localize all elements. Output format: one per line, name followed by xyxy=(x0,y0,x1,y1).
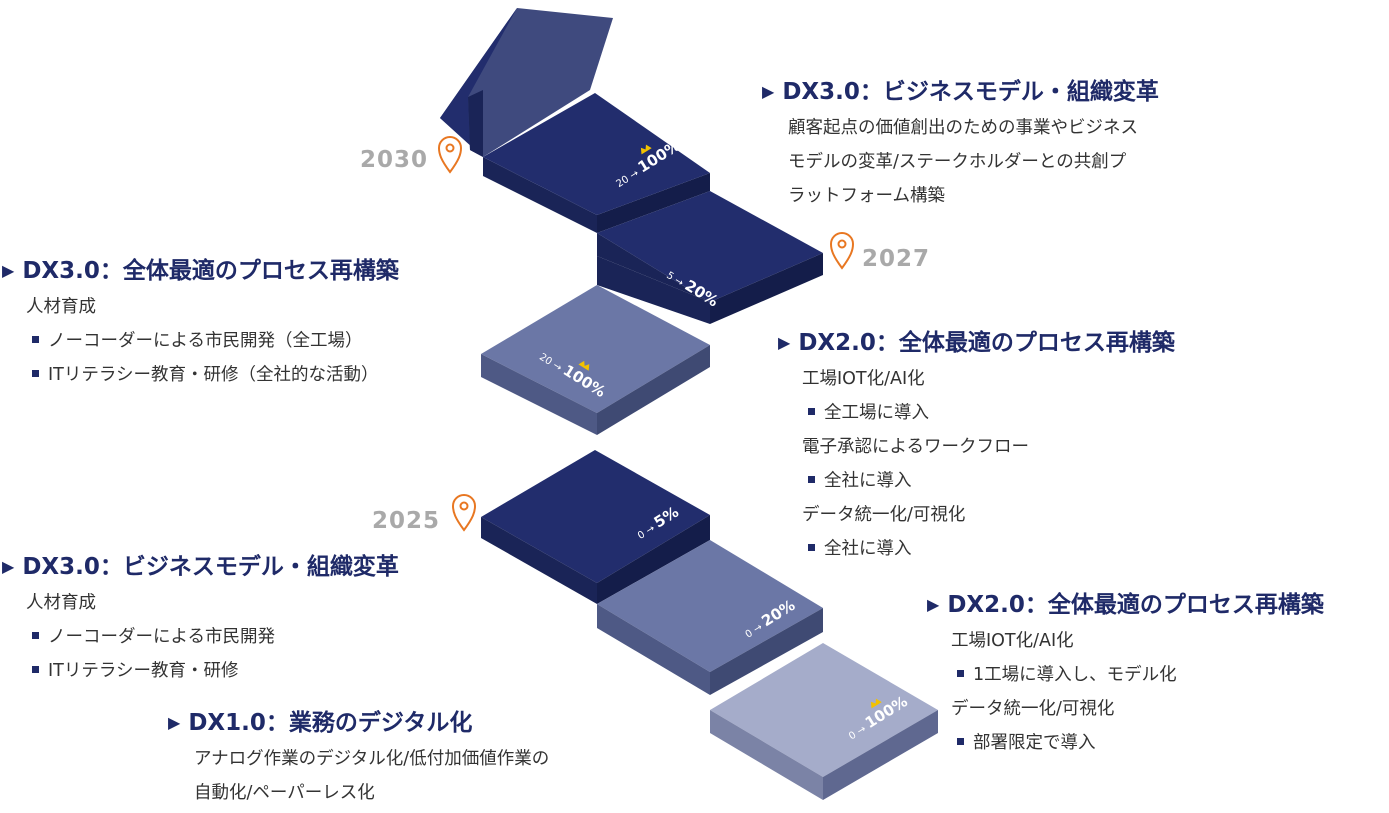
bullet-item: 全工場に導入 xyxy=(802,396,1175,430)
bullet-item: 部署限定で導入 xyxy=(951,726,1324,760)
bullet-item: ITリテラシー教育・研修 xyxy=(26,654,399,688)
dx3-business-model-block-left: ▶DX3.0：ビジネスモデル・組織変革 人材育成 ノーコーダーによる市民開発 I… xyxy=(2,552,399,688)
bullet-item: ITリテラシー教育・研修（全社的な活動） xyxy=(26,358,399,392)
year-label-2030: 2030 xyxy=(360,147,429,173)
triangle-bullet-icon: ▶ xyxy=(2,261,15,280)
sub-heading: 人材育成 xyxy=(26,593,96,613)
block-heading: ▶DX2.0：全体最適のプロセス再構築 xyxy=(778,330,1175,356)
growth-arrow xyxy=(440,8,613,157)
square-bullet-icon xyxy=(32,335,39,343)
square-bullet-icon xyxy=(32,631,39,639)
square-bullet-icon xyxy=(957,737,964,745)
step-from-value: 0 xyxy=(744,628,755,641)
block-heading: ▶DX2.0：全体最適のプロセス再構築 xyxy=(927,592,1324,618)
stair-step-1 xyxy=(483,93,710,233)
description-line: アナログ作業のデジタル化/低付加価値作業の xyxy=(194,749,550,769)
sub-heading: 工場IOT化/AI化 xyxy=(802,369,925,389)
square-bullet-icon xyxy=(808,475,815,483)
stair-step-4 xyxy=(481,450,710,604)
step-from-value: 0 xyxy=(636,529,647,542)
step-from-value: 0 xyxy=(847,730,858,743)
dx3-business-model-block-right: ▶DX3.0：ビジネスモデル・組織変革 顧客起点の価値創出のための事業やビジネス… xyxy=(762,77,1159,213)
location-pin-icon xyxy=(451,494,477,532)
bullet-item: 全社に導入 xyxy=(802,464,1175,498)
sub-heading: 人材育成 xyxy=(26,297,96,317)
year-label-2025: 2025 xyxy=(372,508,441,534)
sub-heading: データ統一化/可視化 xyxy=(802,505,966,525)
description-line: ラットフォーム構築 xyxy=(788,186,945,206)
location-pin-icon xyxy=(437,136,463,174)
triangle-bullet-icon: ▶ xyxy=(927,595,940,614)
sub-heading: データ統一化/可視化 xyxy=(951,699,1115,719)
stair-step-6 xyxy=(710,643,938,800)
block-heading: ▶DX1.0：業務のデジタル化 xyxy=(168,710,473,736)
bullet-item: ノーコーダーによる市民開発 xyxy=(26,620,399,654)
square-bullet-icon xyxy=(808,407,815,415)
bullet-item: 全社に導入 xyxy=(802,532,1175,566)
triangle-bullet-icon: ▶ xyxy=(2,557,15,576)
step-from-value: 5 xyxy=(664,270,675,283)
description-line: 顧客起点の価値創出のための事業やビジネス xyxy=(788,118,1138,138)
bullet-item: 1工場に導入し、モデル化 xyxy=(951,658,1324,692)
bullet-item: ノーコーダーによる市民開発（全工場） xyxy=(26,324,399,358)
dx2-process-block-bottom: ▶DX2.0：全体最適のプロセス再構築 工場IOT化/AI化 1工場に導入し、モ… xyxy=(927,590,1324,760)
description-line: モデルの変革/ステークホルダーとの共創プ xyxy=(788,152,1127,172)
stair-step-2 xyxy=(597,191,823,324)
block-heading: ▶DX3.0：全体最適のプロセス再構築 xyxy=(2,258,399,284)
dx2-process-block-right: ▶DX2.0：全体最適のプロセス再構築 工場IOT化/AI化 全工場に導入 電子… xyxy=(778,328,1175,566)
block-heading: ▶DX3.0：ビジネスモデル・組織変革 xyxy=(2,554,399,580)
crown-icon xyxy=(578,360,590,371)
triangle-bullet-icon: ▶ xyxy=(168,713,181,732)
stair-step-3 xyxy=(481,285,710,435)
triangle-bullet-icon: ▶ xyxy=(778,333,791,352)
description-line: 自動化/ペーパーレス化 xyxy=(194,783,375,803)
dx1-digitalization-block: ▶DX1.0：業務のデジタル化 アナログ作業のデジタル化/低付加価値作業の 自動… xyxy=(168,708,549,810)
sub-heading: 工場IOT化/AI化 xyxy=(951,631,1074,651)
year-label-2027: 2027 xyxy=(862,246,931,272)
square-bullet-icon xyxy=(808,543,815,551)
square-bullet-icon xyxy=(32,665,39,673)
crown-icon xyxy=(870,698,882,709)
sub-heading: 電子承認によるワークフロー xyxy=(802,437,1029,457)
location-pin-icon xyxy=(829,232,855,270)
square-bullet-icon xyxy=(32,369,39,377)
crown-icon xyxy=(640,144,652,155)
stair-step-5 xyxy=(597,540,823,695)
triangle-bullet-icon: ▶ xyxy=(762,82,775,101)
block-heading: ▶DX3.0：ビジネスモデル・組織変革 xyxy=(762,79,1159,105)
dx3-process-block-left: ▶DX3.0：全体最適のプロセス再構築 人材育成 ノーコーダーによる市民開発（全… xyxy=(2,256,399,392)
square-bullet-icon xyxy=(957,669,964,677)
